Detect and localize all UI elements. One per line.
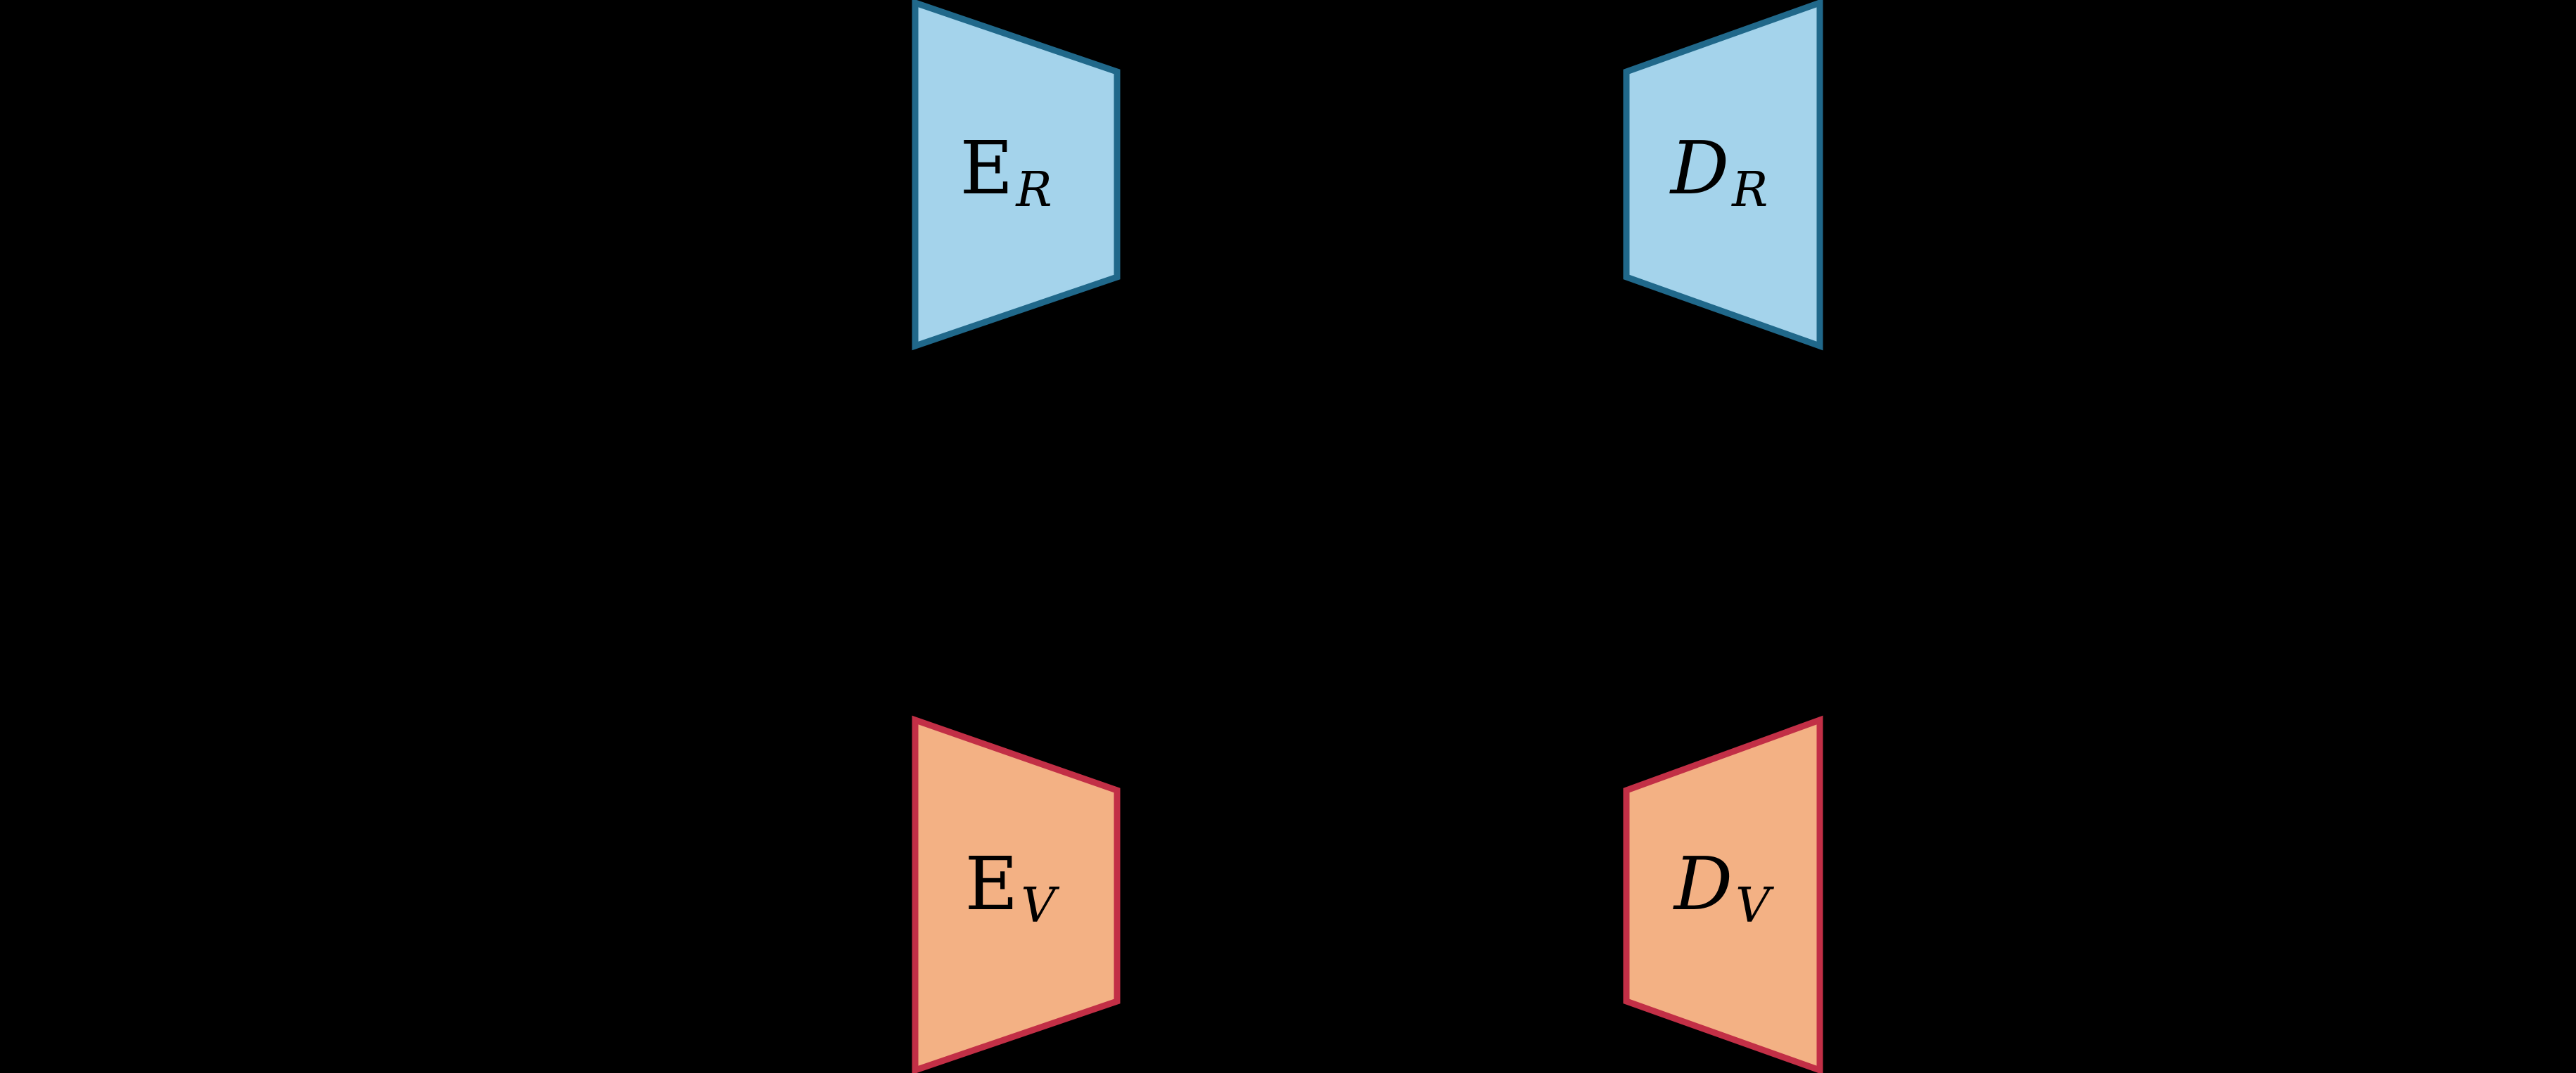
decoder-R-shape	[1623, 0, 1823, 351]
decoder-V-label: DV	[1674, 847, 1771, 930]
decoder-R-label-main: D	[1670, 125, 1730, 211]
encoder-R-label-sub: R	[1016, 162, 1052, 218]
decoder-R-label-sub: R	[1732, 162, 1768, 218]
encoder-R-label: ER	[959, 131, 1052, 214]
decoder-R-label: DR	[1671, 131, 1768, 214]
decoder-V-shape	[1623, 715, 1823, 1073]
encoder-R-label-main: E	[959, 125, 1014, 211]
encoder-V-label-sub: V	[1021, 878, 1056, 934]
encoder-V-shape	[912, 715, 1121, 1073]
encoder-V-label: EV	[964, 847, 1055, 930]
decoder-V-label-main: D	[1673, 841, 1733, 927]
encoder-V-label-main: E	[964, 841, 1019, 927]
encoder-R-shape	[912, 0, 1121, 351]
decoder-V-label-sub: V	[1735, 878, 1771, 934]
